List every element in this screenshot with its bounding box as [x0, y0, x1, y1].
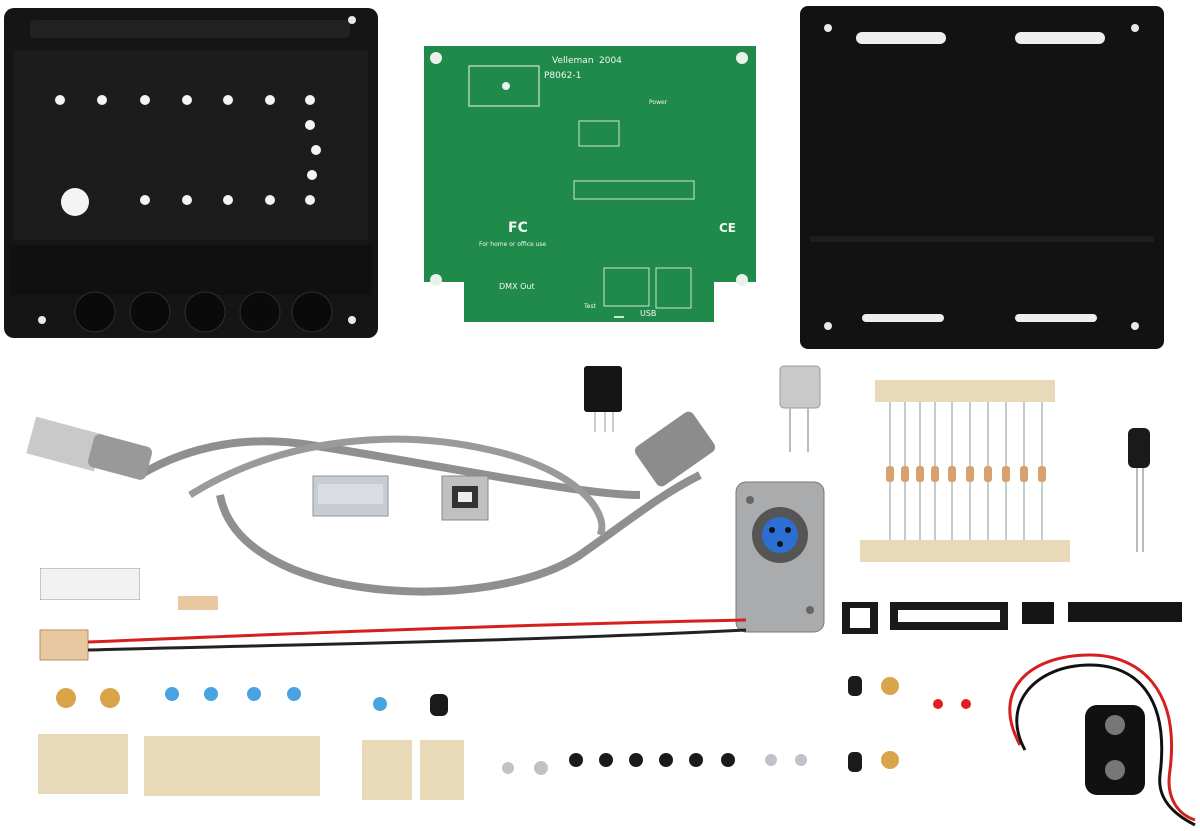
pcb-dmx-out-text: DMX Out: [499, 282, 535, 291]
ic-socket-small: [840, 600, 880, 636]
heatsink-bracket: [308, 466, 394, 522]
screws-set: [496, 740, 816, 788]
pcb-home-office-text: For home or office use: [479, 241, 547, 248]
electrolytic-capacitor: [1124, 426, 1154, 556]
resistor-strip: [860, 380, 1070, 565]
usb-cable: [20, 385, 740, 605]
pcb-fc-text: FC: [508, 220, 528, 236]
pcb-power-text: Power: [649, 99, 668, 106]
pcb-brand-text: Velleman: [552, 56, 594, 66]
pcb-board: Velleman 2004 P8062-1 Power FC CE For ho…: [424, 46, 756, 322]
sticker-label: [40, 568, 140, 600]
blue-leds-strip: [144, 686, 320, 800]
transistor-taped: [420, 694, 464, 800]
enclosure-front-half: [0, 0, 382, 348]
single-led: [362, 694, 412, 800]
power-jack: [580, 364, 626, 434]
pcb-ce-text: CE: [719, 221, 736, 235]
pcb-usb-text: USB: [640, 309, 656, 318]
crystal-oscillator: [775, 364, 825, 454]
transistors-and-caps: [840, 674, 990, 808]
ic-chip-large: [1066, 600, 1184, 624]
pcb-year-text: 2004: [599, 56, 622, 66]
ic-socket-large: [888, 600, 1010, 632]
enclosure-back-half: [800, 6, 1164, 349]
ceramic-capacitors: [38, 684, 128, 800]
battery-clip: [990, 650, 1200, 826]
ic-chip-small: [1020, 600, 1056, 626]
pcb-model-text: P8062-1: [544, 71, 581, 81]
red-black-wire-harness: [36, 600, 756, 670]
usb-b-socket: [440, 474, 490, 522]
pcb-test-text: Test: [583, 303, 596, 310]
xlr-dmx-connector: [730, 480, 830, 640]
header-connector: [168, 590, 224, 616]
